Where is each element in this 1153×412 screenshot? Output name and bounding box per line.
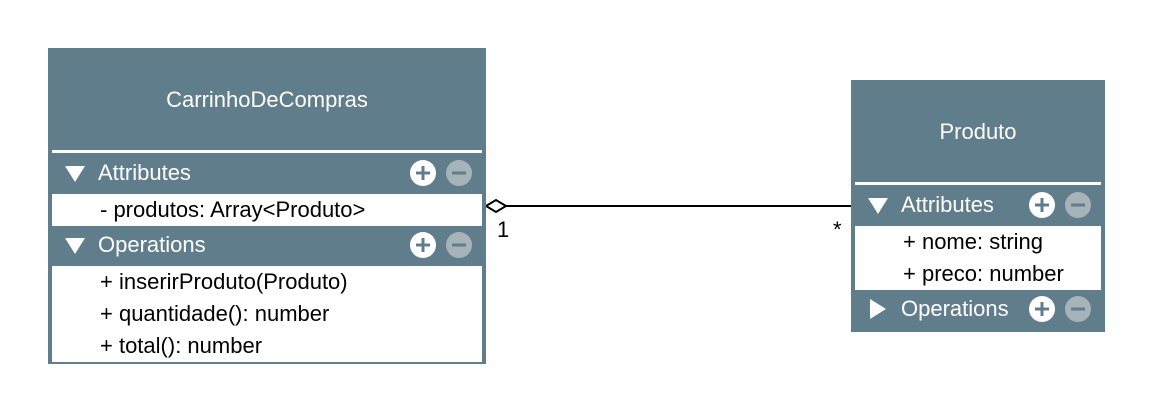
- divider: [52, 150, 482, 153]
- operations-list: + inserirProduto(Produto) + quantidade()…: [52, 266, 482, 362]
- plus-icon: [1035, 302, 1049, 316]
- operations-label: Operations: [98, 232, 206, 257]
- target-multiplicity: *: [833, 217, 842, 242]
- source-multiplicity: 1: [497, 217, 510, 242]
- operations-header[interactable]: Operations: [52, 227, 482, 263]
- operation-row[interactable]: + quantidade(): number: [100, 301, 330, 326]
- minus-icon: [1071, 203, 1085, 207]
- add-attribute-button[interactable]: [410, 160, 436, 186]
- triangle-down-icon[interactable]: [52, 236, 98, 254]
- plus-icon: [416, 238, 430, 252]
- operation-row[interactable]: + inserirProduto(Produto): [100, 269, 348, 294]
- class-produto[interactable]: Produto Attributes + nome: string + prec…: [851, 80, 1105, 332]
- remove-attribute-button[interactable]: [1065, 192, 1091, 218]
- divider: [855, 182, 1101, 185]
- add-operation-button[interactable]: [410, 232, 436, 258]
- attributes-list: - produtos: Array<Produto>: [52, 194, 482, 226]
- minus-icon: [452, 171, 466, 175]
- attributes-label: Attributes: [98, 160, 191, 185]
- triangle-right-icon[interactable]: [855, 299, 901, 319]
- class-carrinho-de-compras[interactable]: CarrinhoDeCompras Attributes - produtos:…: [48, 48, 486, 364]
- triangle-down-icon[interactable]: [52, 164, 98, 182]
- remove-operation-button[interactable]: [1065, 296, 1091, 322]
- class-name[interactable]: CarrinhoDeCompras: [166, 87, 368, 112]
- add-attribute-button[interactable]: [1029, 192, 1055, 218]
- remove-attribute-button[interactable]: [446, 160, 472, 186]
- triangle-down-icon[interactable]: [855, 196, 901, 214]
- attribute-row[interactable]: - produtos: Array<Produto>: [100, 197, 366, 222]
- plus-icon: [1035, 198, 1049, 212]
- operations-label: Operations: [901, 296, 1009, 321]
- add-operation-button[interactable]: [1029, 296, 1055, 322]
- plus-icon: [416, 166, 430, 180]
- attribute-row[interactable]: + preco: number: [903, 261, 1064, 286]
- operation-row[interactable]: + total(): number: [100, 333, 263, 358]
- attributes-header[interactable]: Attributes: [52, 155, 482, 191]
- minus-icon: [452, 243, 466, 247]
- attribute-row[interactable]: + nome: string: [903, 229, 1044, 254]
- class-name[interactable]: Produto: [939, 119, 1017, 144]
- attributes-list: + nome: string + preco: number: [855, 226, 1101, 290]
- attributes-header[interactable]: Attributes: [855, 187, 1101, 223]
- operations-header[interactable]: Operations: [855, 291, 1101, 327]
- attributes-label: Attributes: [901, 192, 994, 217]
- aggregation-diamond-icon: [484, 198, 508, 214]
- minus-icon: [1071, 307, 1085, 311]
- remove-operation-button[interactable]: [446, 232, 472, 258]
